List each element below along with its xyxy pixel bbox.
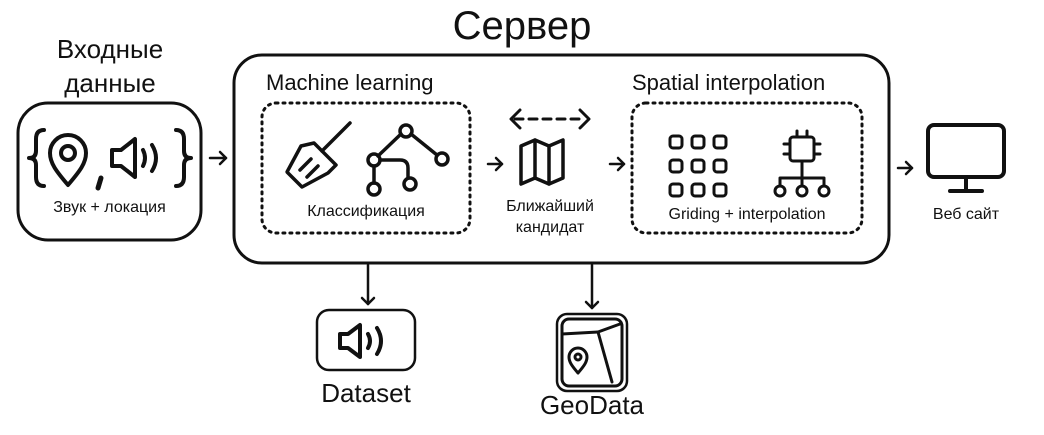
braces-icon [27,128,193,188]
arrow-server-to-dataset [360,263,376,306]
arrow-server-to-geodata [584,263,600,310]
website-caption: Веб сайт [932,206,1000,223]
arrow-ml-to-nearest [486,156,504,172]
nearest-caption-line2: кандидат [515,219,585,236]
location-pin-icon [48,133,88,187]
spatial-title: Spatial interpolation [632,70,826,95]
geodata-outer-box [555,312,629,393]
dataset-speaker-icon [338,323,383,359]
arrow-server-to-website [896,160,914,176]
grid-dots-icon [668,134,728,198]
ml-caption: Классификация [307,203,425,220]
arrow-nearest-to-spatial [608,156,626,172]
server-box [232,53,891,265]
monitor-icon [926,123,1006,193]
dataset-caption: Dataset [321,378,411,408]
input-title-line1: Входные [56,34,164,64]
dataset-box [315,308,417,372]
input-box [16,101,203,242]
nearest-caption-line1: Ближайший [506,198,594,215]
comma-glyph [95,175,104,191]
map-icon [519,138,565,186]
server-title: Сервер [452,4,592,48]
spatial-dotted-box [630,101,864,235]
arrow-input-to-server [208,150,228,166]
ml-dotted-box [260,101,472,235]
geodata-caption: GeoData [539,390,645,420]
ml-title: Machine learning [266,70,434,95]
broom-icon [285,121,352,189]
input-caption: Звук + локация [53,199,166,216]
input-title-line2: данные [64,68,156,98]
decision-tree-icon [366,123,450,197]
speaker-icon [110,137,158,179]
map-pin-icon [560,317,624,388]
chip-network-icon [773,129,831,198]
spatial-caption: Griding + interpolation [668,206,826,223]
double-arrow-icon [509,108,591,130]
